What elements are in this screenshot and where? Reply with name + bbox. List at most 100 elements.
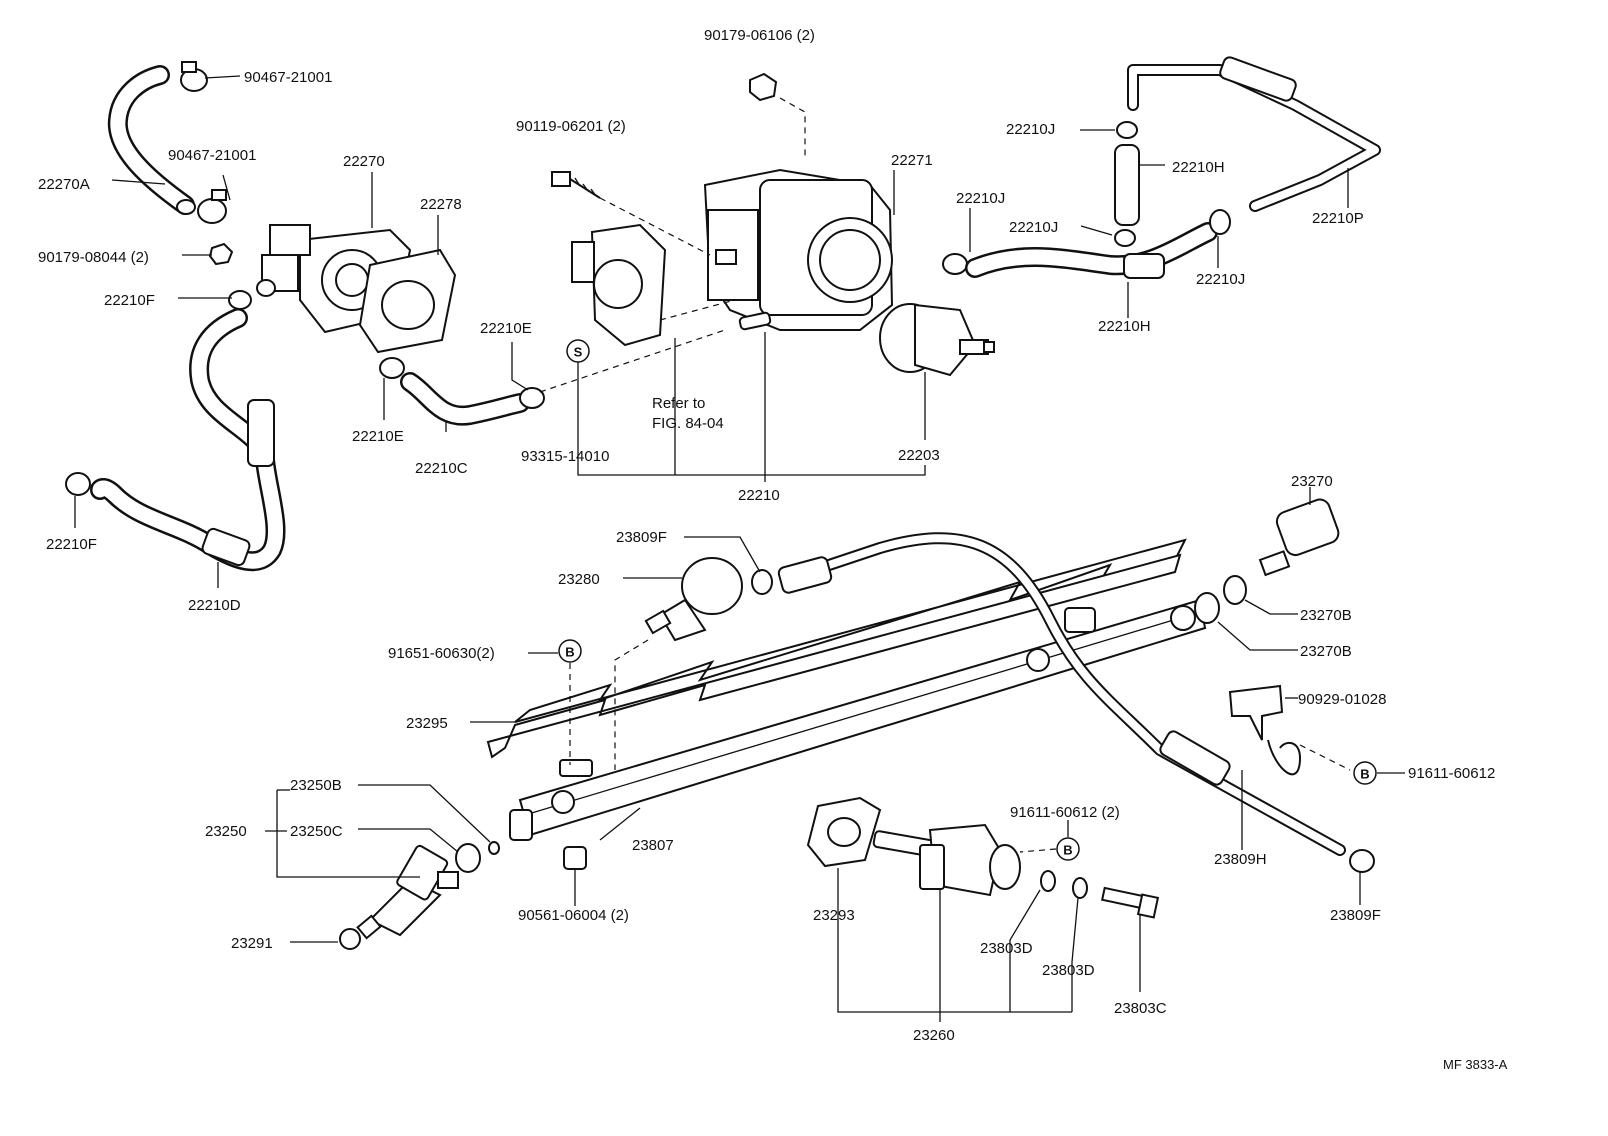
gasket-22278 — [358, 248, 457, 354]
gasket-23293-icon — [806, 796, 882, 868]
label-22271: 22271 — [891, 152, 933, 169]
clamp-22210e-left-icon — [379, 357, 405, 379]
cold-start-injector-23260 — [872, 823, 1021, 897]
clamp-22210f-bot-icon — [65, 472, 91, 496]
clamp-90467-top-icon — [180, 61, 208, 92]
clamp-22210f-top-icon — [228, 290, 252, 310]
label-22210j-b: 22210J — [956, 190, 1005, 207]
label-22270a: 22270A — [38, 176, 90, 193]
label-90929-01028: 90929-01028 — [1298, 691, 1386, 708]
clamp-90929-01028-icon — [1228, 684, 1302, 776]
label-23270: 23270 — [1291, 473, 1333, 490]
oring-23270b-icon — [1194, 575, 1247, 624]
label-22210: 22210 — [738, 487, 780, 504]
label-23280: 23280 — [558, 571, 600, 588]
label-22210e-right: 22210E — [480, 320, 532, 337]
label-22278: 22278 — [420, 196, 462, 213]
figure-code: MF 3833-A — [1443, 1057, 1508, 1072]
leader-90179-06106 — [779, 97, 806, 160]
label-90561-06004: 90561-06004 (2) — [518, 907, 629, 924]
label-90467-21001-top: 90467-21001 — [244, 69, 332, 86]
pressure-regulator-23270 — [1258, 498, 1340, 577]
hose-22210h-bot — [965, 222, 1218, 279]
hose-22270a — [107, 65, 196, 215]
symbol-b-left-icon: B — [558, 639, 582, 663]
label-23803d-b: 23803D — [1042, 962, 1095, 979]
label-23293: 23293 — [813, 907, 855, 924]
symbol-b-right-icon: B — [1353, 761, 1377, 785]
label-refer-line1: Refer to — [652, 395, 705, 412]
label-22210j-d: 22210J — [1196, 271, 1245, 288]
label-23295: 23295 — [406, 715, 448, 732]
label-22210f-bot: 22210F — [46, 536, 97, 553]
label-23291: 23291 — [231, 935, 273, 952]
label-22203: 22203 — [898, 447, 940, 464]
label-23807: 23807 — [632, 837, 674, 854]
throttle-sensor-93315 — [571, 223, 667, 347]
label-23250b: 23250B — [290, 777, 342, 794]
symbol-b-left: B — [565, 645, 574, 660]
label-22210h-bot: 22210H — [1098, 318, 1151, 335]
label-90467-21001-mid: 90467-21001 — [168, 147, 256, 164]
screw-90119-06201-icon — [551, 171, 601, 199]
throttle-body-22210 — [703, 168, 894, 331]
label-22210j-c: 22210J — [1009, 219, 1058, 236]
nut-90179-06106-icon — [749, 72, 778, 102]
label-23809f-top: 23809F — [616, 529, 667, 546]
symbol-s-icon: S — [566, 339, 590, 363]
damper-23280 — [644, 557, 743, 642]
label-22270: 22270 — [343, 153, 385, 170]
oring-23250b-icon — [488, 841, 500, 855]
hose-22210d — [90, 308, 286, 572]
label-23809f-bot: 23809F — [1330, 907, 1381, 924]
symbol-b-center: B — [1063, 843, 1072, 858]
label-refer-line2: FIG. 84-04 — [652, 415, 724, 432]
hose-22210h-top — [1114, 144, 1140, 226]
label-90179-06106: 90179-06106 (2) — [704, 27, 815, 44]
clamp-23809f-top-icon — [751, 569, 773, 595]
clamp-22210j-a-icon — [1116, 121, 1138, 139]
label-23803d-a: 23803D — [980, 940, 1033, 957]
label-22210h-top: 22210H — [1172, 159, 1225, 176]
delivery-pipe-23807 — [509, 598, 1207, 841]
fuel-hose-23809h — [777, 532, 1346, 856]
leader-b-right — [1299, 744, 1351, 771]
symbol-s: S — [574, 345, 583, 360]
nut-90179-08044-icon — [208, 242, 234, 266]
label-23809h: 23809H — [1214, 851, 1267, 868]
label-93315-14010: 93315-14010 — [521, 448, 609, 465]
insulator-23250c-icon — [455, 843, 481, 873]
clamp-22210e-right-icon — [519, 387, 545, 409]
label-23250c: 23250C — [290, 823, 343, 840]
pipe-22210p — [1127, 56, 1381, 212]
label-91611-60612-2: 91611-60612 (2) — [1010, 804, 1120, 821]
label-23250: 23250 — [205, 823, 247, 840]
label-22210p: 22210P — [1312, 210, 1364, 227]
hose-22210c — [400, 372, 530, 426]
label-23803c: 23803C — [1114, 1000, 1167, 1017]
symbol-b-center-icon: B — [1056, 837, 1080, 861]
leader-screw — [599, 197, 711, 256]
label-22210f-top: 22210F — [104, 292, 155, 309]
oring-23291-icon — [339, 928, 361, 950]
label-22210c: 22210C — [415, 460, 468, 477]
label-23270b-a: 23270B — [1300, 607, 1352, 624]
label-23270b-b: 23270B — [1300, 643, 1352, 660]
label-22210d: 22210D — [188, 597, 241, 614]
label-22210j-a: 22210J — [1006, 121, 1055, 138]
clamp-22210j-c-icon — [1114, 229, 1136, 247]
label-90119-06201: 90119-06201 (2) — [516, 118, 626, 135]
leader-sensor — [659, 299, 736, 321]
label-91651-60630: 91651-60630(2) — [388, 645, 495, 662]
spacer-90561-icon — [563, 846, 587, 870]
injector-23250 — [356, 844, 459, 940]
gasket-23803d-icon — [1040, 870, 1088, 899]
label-90179-08044: 90179-08044 (2) — [38, 249, 149, 266]
clamp-90467-mid-icon — [197, 189, 227, 224]
leader-damper — [614, 639, 649, 770]
label-91611-60612: 91611-60612 — [1408, 765, 1495, 782]
leader-b-center — [1019, 848, 1057, 853]
bolt-23803c-icon — [1101, 886, 1160, 919]
clamp-22210j-d-icon — [1209, 209, 1231, 235]
